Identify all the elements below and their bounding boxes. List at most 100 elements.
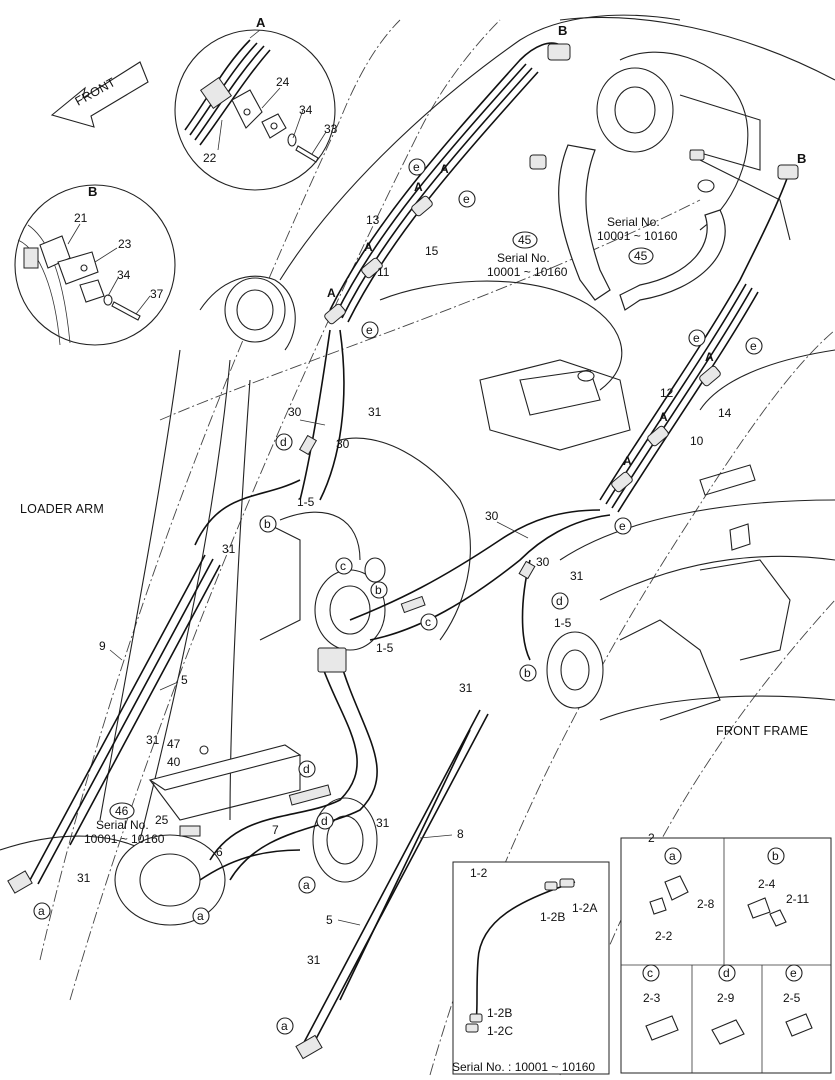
callout-30-b: 30 — [336, 437, 350, 451]
callout-d-4: d — [321, 814, 328, 828]
detail-a-part-24: 24 — [276, 75, 290, 89]
machine-outline — [0, 14, 835, 1076]
callout-15: 15 — [425, 244, 439, 258]
callout-31-h: 31 — [307, 953, 321, 967]
callout-31-f: 31 — [376, 816, 390, 830]
main-callouts: B B e e e e e e A A A A A A A 13 15 11 1… — [33, 23, 806, 1035]
detail-b-part-37: 37 — [150, 287, 164, 301]
callout-e-1: e — [413, 160, 420, 174]
callout-40: 40 — [167, 755, 181, 769]
callout-a-4: a — [281, 1019, 288, 1033]
callout-31-a: 31 — [368, 405, 382, 419]
callout-A-3: A — [327, 286, 336, 300]
serial-range-46: 10001 ~ 10160 — [84, 832, 165, 846]
detail-a-part-33: 33 — [324, 122, 338, 136]
inset-2-cell-a-part-1: 2-8 — [697, 897, 715, 911]
inset-2-title: 2 — [648, 831, 655, 845]
detail-b-title: B — [88, 184, 97, 199]
callout-A-1: A — [414, 180, 423, 194]
callout-31-g: 31 — [77, 871, 91, 885]
callout-7: 7 — [272, 823, 279, 837]
inset-1-2-title: 1-2 — [470, 866, 488, 880]
callout-30-a: 30 — [288, 405, 302, 419]
clamps-and-fittings — [7, 43, 799, 1060]
inset-1-2-part-b-bottom: 1-2B — [487, 1006, 512, 1020]
detail-a-part-22: 22 — [203, 151, 217, 165]
callout-46: 46 — [115, 804, 129, 818]
detail-a-view: A 24 34 33 22 — [174, 15, 338, 191]
callout-A-5: A — [659, 410, 668, 424]
inset-2-cell-a-part-2: 2-2 — [655, 929, 673, 943]
inset-2-cell-b-part-2: 2-11 — [786, 892, 809, 906]
callout-a-2: a — [303, 878, 310, 892]
detail-b-part-23: 23 — [118, 237, 132, 251]
callout-13: 13 — [366, 213, 380, 227]
callout-12: 12 — [660, 386, 674, 400]
loader-arm-label: LOADER ARM — [20, 502, 104, 516]
detail-b-part-21: 21 — [74, 211, 88, 225]
callout-a-1: a — [38, 904, 45, 918]
serial-prefix-45-a: Serial No. — [497, 251, 550, 265]
inset-1-2-part-c: 1-2C — [487, 1024, 513, 1038]
callout-45-b: 45 — [634, 249, 648, 263]
callout-11: 11 — [377, 265, 390, 279]
callout-a-3: a — [197, 909, 204, 923]
callout-A-4: A — [705, 350, 714, 364]
callout-A-2: A — [364, 240, 373, 254]
callout-30-c: 30 — [485, 509, 499, 523]
inset-1-2-serial: Serial No. : 10001 ~ 10160 — [452, 1060, 595, 1074]
detail-b-part-34: 34 — [117, 268, 131, 282]
serial-prefix-45-b: Serial No. — [607, 215, 660, 229]
inset-2-cell-e-letter: e — [790, 966, 797, 980]
callout-e-2: e — [463, 192, 470, 206]
inset-2-cell-a-letter: a — [669, 849, 676, 863]
callout-e-3: e — [366, 323, 373, 337]
callout-b-top: B — [558, 23, 567, 38]
inset-2-cell-d-part-1: 2-9 — [717, 991, 735, 1005]
callout-31-d: 31 — [459, 681, 473, 695]
inset-2-cell-b-part-1: 2-4 — [758, 877, 776, 891]
callout-31-e: 31 — [146, 733, 160, 747]
callout-d-2: d — [556, 594, 563, 608]
detail-a-title: A — [256, 15, 266, 30]
inset-1-2: 1-2 1-2A 1-2B 1-2B 1-2C Serial No. : 100… — [452, 861, 610, 1075]
detail-a-part-34: 34 — [299, 103, 313, 117]
inset-1-2-part-b-top: 1-2B — [540, 910, 565, 924]
callout-30-d: 30 — [536, 555, 550, 569]
callout-b-3: b — [524, 666, 531, 680]
front-direction-arrow: FRONT — [50, 61, 149, 128]
inset-2-fittings: 2 a 2-8 2-2 b 2-4 2-11 c 2-3 d 2-9 e 2-5 — [620, 831, 832, 1074]
callout-1-5-c: 1-5 — [554, 616, 572, 630]
callout-e-4: e — [693, 331, 700, 345]
detail-b-view: B 21 23 34 37 — [14, 184, 176, 346]
callout-9: 9 — [99, 639, 106, 653]
callout-c-2: c — [425, 615, 431, 629]
callout-5-b: 5 — [326, 913, 333, 927]
callout-14: 14 — [718, 406, 732, 420]
inset-2-cell-c-letter: c — [647, 966, 653, 980]
callout-31-c: 31 — [570, 569, 584, 583]
inset-1-2-part-a: 1-2A — [572, 901, 597, 915]
serial-prefix-46: Serial No. — [96, 818, 149, 832]
callout-5-a: 5 — [181, 673, 188, 687]
callout-e-5: e — [750, 339, 757, 353]
callout-c-1: c — [340, 559, 346, 573]
inset-2-cell-d-letter: d — [723, 966, 730, 980]
serial-range-45-b: 10001 ~ 10160 — [597, 229, 678, 243]
callout-8: 8 — [457, 827, 464, 841]
callout-e-6: e — [619, 519, 626, 533]
callout-45-a: 45 — [518, 233, 532, 247]
callout-b-1: b — [264, 517, 271, 531]
callout-25: 25 — [155, 813, 169, 827]
inset-2-cell-c-part-1: 2-3 — [643, 991, 661, 1005]
inset-2-cell-e-part-1: 2-5 — [783, 991, 801, 1005]
serial-range-45-a: 10001 ~ 10160 — [487, 265, 568, 279]
callout-A-6: A — [623, 454, 632, 468]
front-frame-label: FRONT FRAME — [716, 724, 808, 738]
callout-b-right: B — [797, 151, 806, 166]
callout-6: 6 — [216, 845, 223, 859]
callout-d-3: d — [303, 762, 310, 776]
callout-b-2: b — [375, 583, 382, 597]
callout-A-7: A — [440, 162, 449, 176]
callout-1-5-b: 1-5 — [376, 641, 394, 655]
